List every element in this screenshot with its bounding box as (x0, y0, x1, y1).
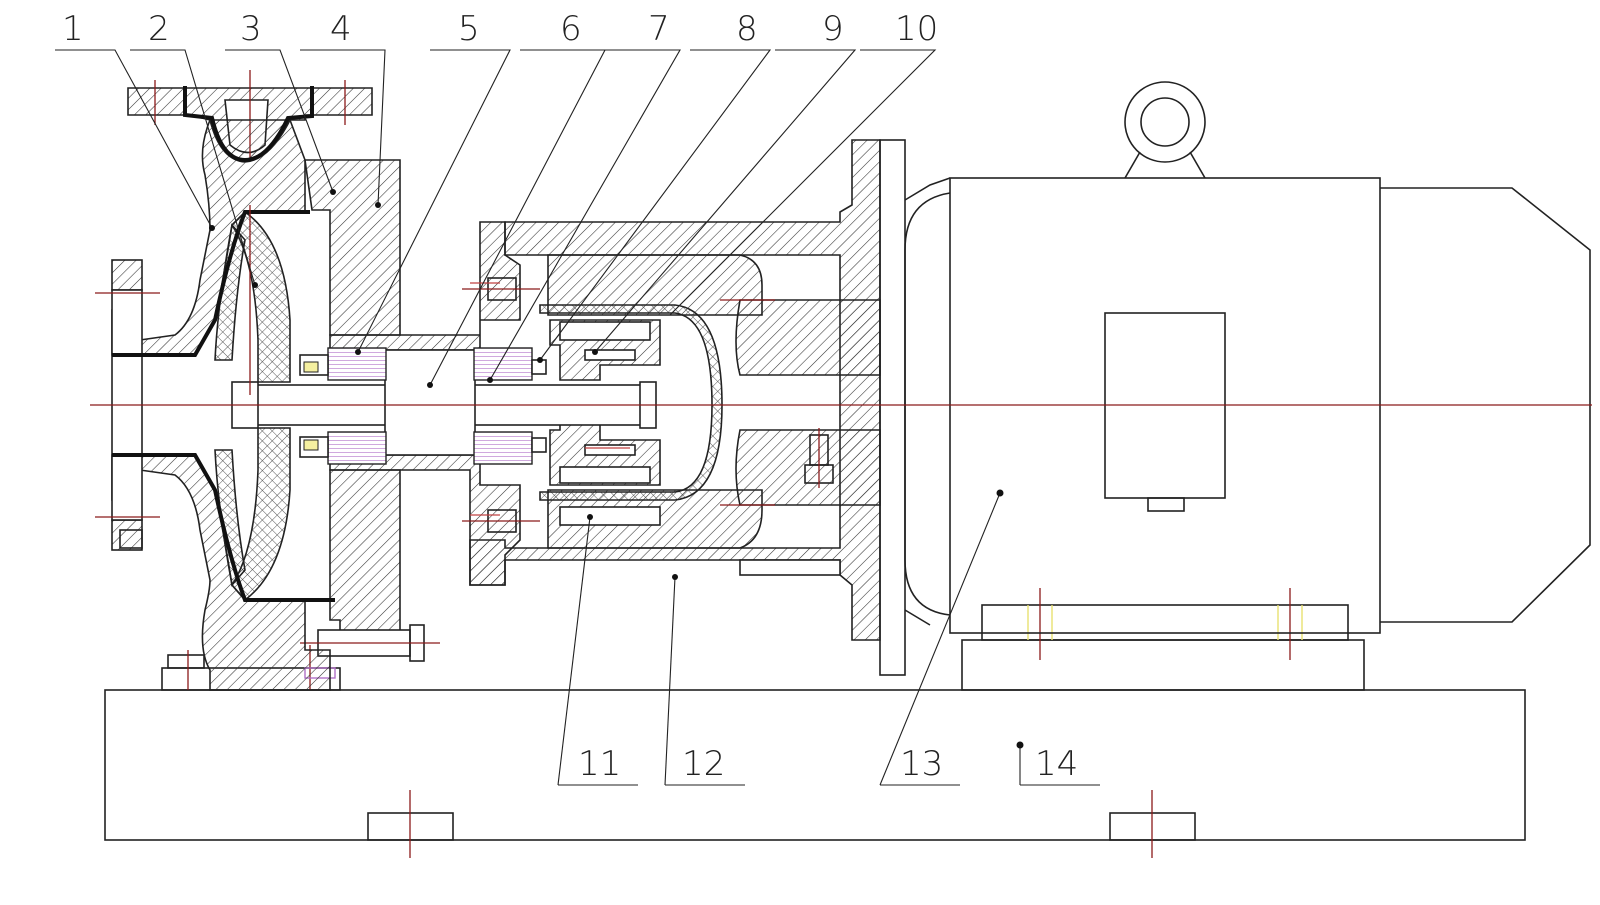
callout-12: 12 (682, 744, 725, 784)
pump-casing (95, 70, 373, 691)
callout-4: 4 (330, 9, 352, 49)
callout-2: 2 (148, 9, 170, 49)
callout-11: 11 (578, 744, 621, 784)
callout-5: 5 (458, 9, 480, 49)
motor (879, 81, 1591, 691)
callout-1: 1 (62, 9, 84, 49)
bracket (469, 139, 881, 641)
callout-13: 13 (900, 744, 943, 784)
inner-rotor (549, 319, 661, 486)
leader-lines (55, 49, 1100, 786)
callout-10: 10 (895, 9, 938, 49)
callout-8: 8 (736, 9, 758, 49)
callout-7: 7 (648, 9, 670, 49)
callout-labels: 1 2 3 4 5 6 7 8 9 10 11 12 13 14 (62, 9, 1078, 784)
callout-3: 3 (240, 9, 262, 49)
callout-9: 9 (822, 9, 844, 49)
isolation-sleeve (539, 304, 723, 501)
callout-6: 6 (560, 9, 582, 49)
pump-cover (300, 159, 540, 662)
callout-14: 14 (1035, 744, 1078, 784)
